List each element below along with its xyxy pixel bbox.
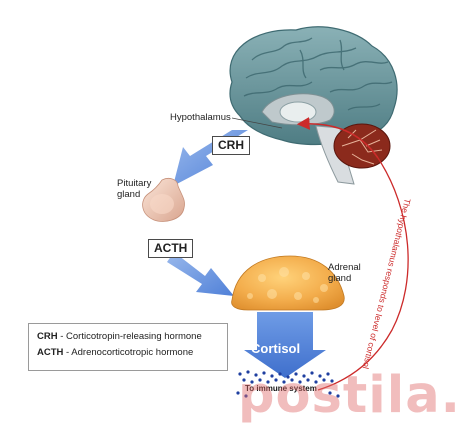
- cortisol-dots: [236, 370, 340, 398]
- adrenal-label-line1: Adrenal: [328, 262, 361, 273]
- crh-box: CRH: [212, 136, 250, 155]
- pituitary-label-line1: Pituitary: [117, 178, 152, 189]
- watermark: postila.ru: [238, 366, 460, 425]
- immune-system-label: To immune system: [245, 384, 317, 393]
- brain-illustration: [229, 26, 398, 185]
- hypothalamus-pointer: [231, 117, 283, 129]
- pituitary-gland: [142, 178, 185, 222]
- feedback-arrowhead: [296, 117, 379, 159]
- adrenal-label-line2: gland: [328, 273, 352, 284]
- legend-box: CRH - Corticotropin-releasing hormone AC…: [28, 323, 228, 371]
- acth-arrow: [167, 252, 234, 296]
- legend-crh-definition: - Corticotropin-releasing hormone: [57, 331, 202, 342]
- cortisol-arrow: [244, 312, 326, 378]
- pituitary-label-line2: gland: [117, 189, 141, 200]
- legend-row-crh: CRH - Corticotropin-releasing hormone: [37, 331, 219, 342]
- feedback-label: The hypothalamus responds to level of co…: [361, 198, 413, 371]
- legend-row-acth: ACTH - Adrenocorticotropic hormone: [37, 347, 219, 358]
- feedback-curve: [317, 157, 409, 391]
- legend-crh-abbr: CRH: [37, 331, 58, 342]
- adrenal-gland: [231, 255, 345, 311]
- hypothalamus-label: Hypothalamus: [170, 112, 231, 123]
- crh-arrow: [173, 130, 248, 186]
- cortisol-label: Cortisol: [251, 341, 301, 356]
- legend-acth-definition: - Adrenocorticotropic hormone: [63, 347, 194, 358]
- acth-box: ACTH: [148, 239, 194, 258]
- pituitary-label: Pituitary gland: [117, 178, 151, 200]
- adrenal-label: Adrenal gland: [328, 262, 361, 284]
- legend-acth-abbr: ACTH: [37, 347, 64, 358]
